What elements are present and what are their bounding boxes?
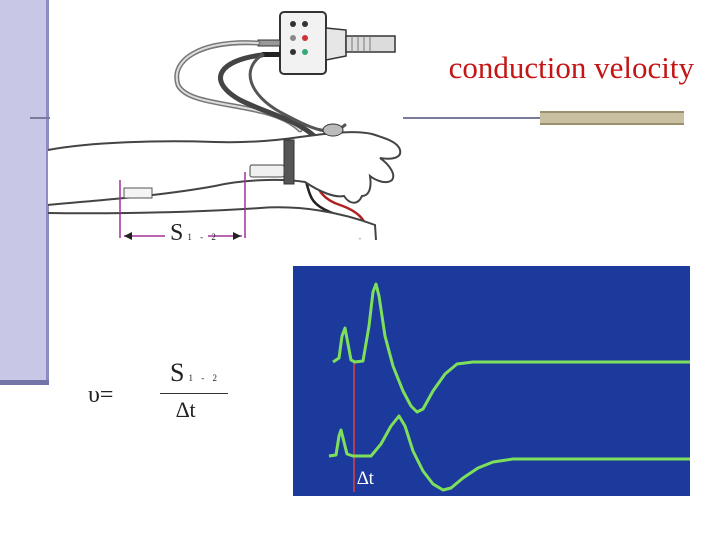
distance-label-sub: 1 - 2 (187, 232, 219, 242)
formula-velocity: υ= (88, 382, 114, 408)
title-rule-accent (540, 111, 684, 125)
formula-denominator: ∆t (176, 397, 196, 422)
forearm-electrode-pad (123, 187, 153, 199)
left-accent-bar (0, 0, 49, 384)
formula-fraction-bar (160, 393, 228, 394)
trace-distal (328, 414, 690, 492)
trace-proximal (332, 282, 690, 414)
electrode-connector (257, 11, 396, 75)
oscilloscope-panel (293, 266, 690, 496)
formula-numerator-main: S (170, 358, 185, 387)
oscilloscope-delta-label: ∆t (357, 468, 374, 489)
wrist-electrode-strap (249, 123, 344, 185)
left-accent-bar-shadow (0, 380, 49, 385)
distance-label-main: S (170, 220, 184, 246)
distance-markers (119, 172, 246, 240)
arm-outline (47, 131, 402, 241)
slide-title: conduction velocity (448, 50, 694, 85)
oscilloscope-traces (328, 282, 690, 492)
formula-numerator-sub: 1 - 2 (188, 373, 220, 383)
title-rule-left (30, 117, 50, 119)
